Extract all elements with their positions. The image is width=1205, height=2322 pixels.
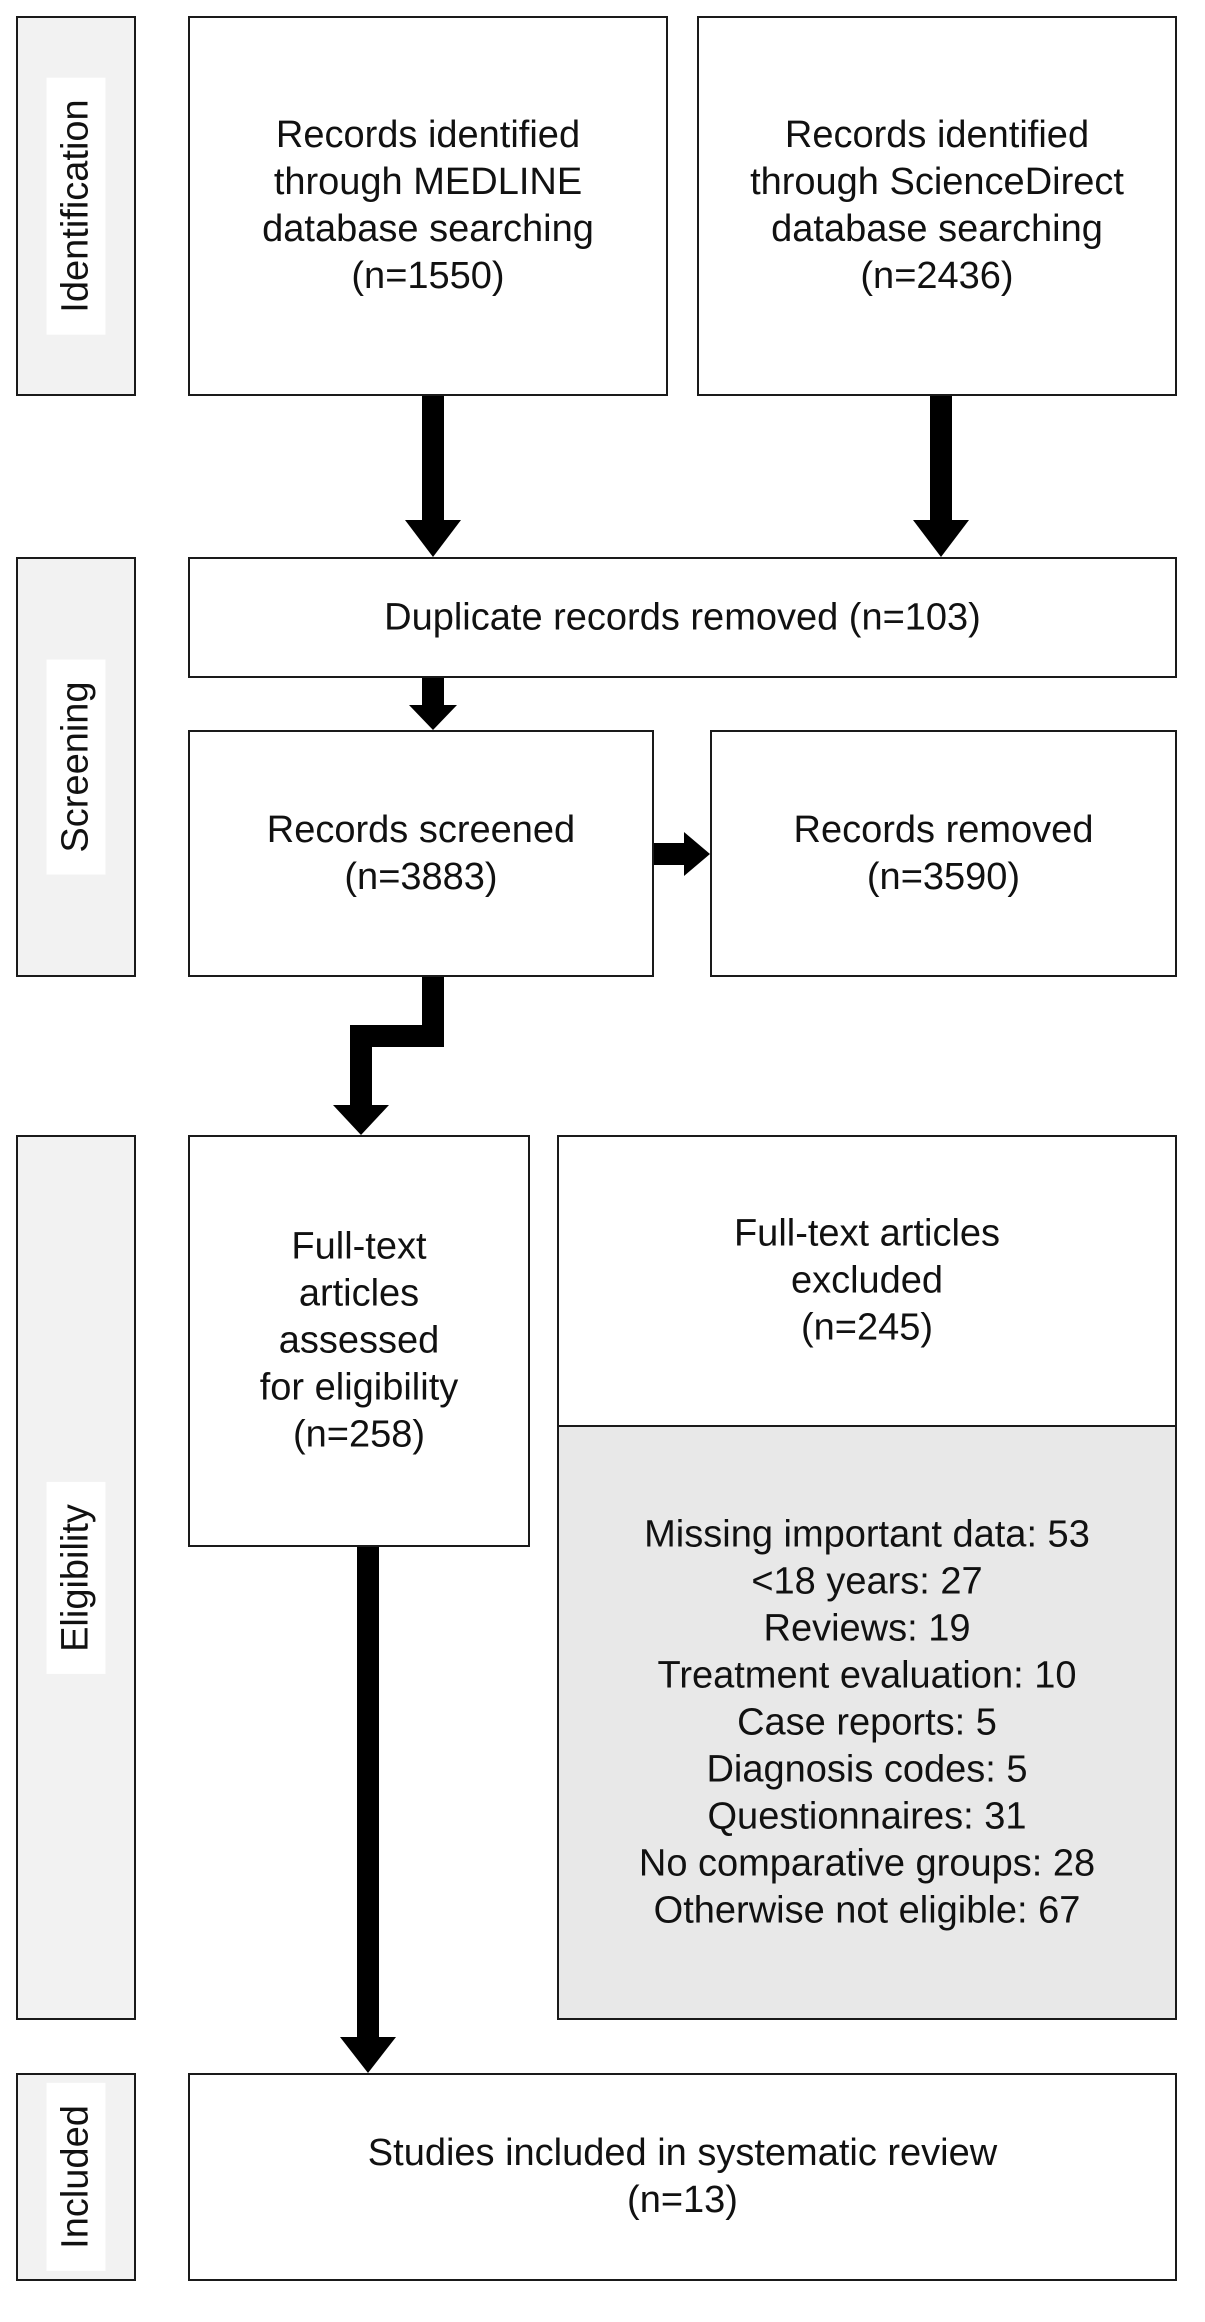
medline-line1: Records identified xyxy=(275,114,581,156)
records-screened-box: Records screened (n=3883) xyxy=(188,730,654,977)
assessed-line1: Full-text xyxy=(291,1225,427,1268)
assessed-count: (n=258) xyxy=(292,1413,426,1456)
medline-line3: database searching xyxy=(262,208,594,250)
assessed-line4: for eligibility xyxy=(259,1366,459,1409)
removed-label: Records removed xyxy=(793,808,1094,851)
studies-included-box: Studies included in systematic review (n… xyxy=(188,2073,1177,2281)
arrow-screened-to-assessed xyxy=(333,977,444,1135)
exclusion-reason: Missing important data: 53 xyxy=(644,1513,1090,1555)
arrow-screened-to-removed xyxy=(654,832,710,876)
fulltext-excluded-box: Full-text articles excluded (n=245) Miss… xyxy=(557,1135,1177,2020)
arrow-sciencedirect-to-duplicates xyxy=(913,396,969,557)
included-count: (n=13) xyxy=(627,2179,738,2221)
sciencedirect-line1: Records identified xyxy=(784,114,1090,156)
sciencedirect-count: (n=2436) xyxy=(860,255,1014,297)
stage-included: Included xyxy=(16,2073,136,2281)
sciencedirect-line2: through ScienceDirect xyxy=(750,161,1124,203)
arrow-medline-to-duplicates xyxy=(405,396,461,557)
assessed-line3: assessed xyxy=(278,1319,440,1362)
duplicates-removed-box: Duplicate records removed (n=103) xyxy=(188,557,1177,678)
removed-count: (n=3590) xyxy=(866,855,1021,898)
exclusion-reason: <18 years: 27 xyxy=(751,1560,983,1602)
excluded-count: (n=245) xyxy=(800,1306,934,1349)
exclusion-reason: Case reports: 5 xyxy=(737,1701,997,1743)
arrow-duplicates-to-screened xyxy=(409,678,457,730)
medline-count: (n=1550) xyxy=(351,255,505,297)
exclusion-reason: Diagnosis codes: 5 xyxy=(706,1748,1028,1790)
excluded-line2: excluded xyxy=(790,1259,944,1302)
records-removed-box: Records removed (n=3590) xyxy=(710,730,1177,977)
exclusion-reasons-panel: Missing important data: 53 <18 years: 27… xyxy=(559,1425,1175,2018)
excluded-line1: Full-text articles xyxy=(733,1212,1001,1255)
sciencedirect-records-box: Records identified through ScienceDirect… xyxy=(697,16,1177,396)
duplicates-label: Duplicate records removed (n=103) xyxy=(384,596,981,638)
assessed-line2: articles xyxy=(298,1272,420,1315)
included-label: Studies included in systematic review xyxy=(367,2132,998,2174)
exclusion-reason: Questionnaires: 31 xyxy=(707,1795,1027,1837)
stage-identification: Identification xyxy=(16,16,136,396)
medline-line2: through MEDLINE xyxy=(273,161,583,203)
exclusion-reason: No comparative groups: 28 xyxy=(638,1842,1096,1884)
exclusion-reason: Reviews: 19 xyxy=(763,1607,971,1649)
screened-label: Records screened xyxy=(266,808,576,851)
excluded-header: Full-text articles excluded (n=245) xyxy=(559,1137,1175,1425)
stage-screening: Screening xyxy=(16,557,136,977)
stage-eligibility: Eligibility xyxy=(16,1135,136,2020)
fulltext-assessed-box: Full-text articles assessed for eligibil… xyxy=(188,1135,530,1547)
arrow-assessed-to-included xyxy=(340,1547,396,2073)
sciencedirect-line3: database searching xyxy=(771,208,1103,250)
exclusion-reason: Treatment evaluation: 10 xyxy=(657,1654,1077,1696)
exclusion-reason: Otherwise not eligible: 67 xyxy=(653,1889,1081,1931)
screened-count: (n=3883) xyxy=(344,855,498,898)
medline-records-box: Records identified through MEDLINE datab… xyxy=(188,16,668,396)
